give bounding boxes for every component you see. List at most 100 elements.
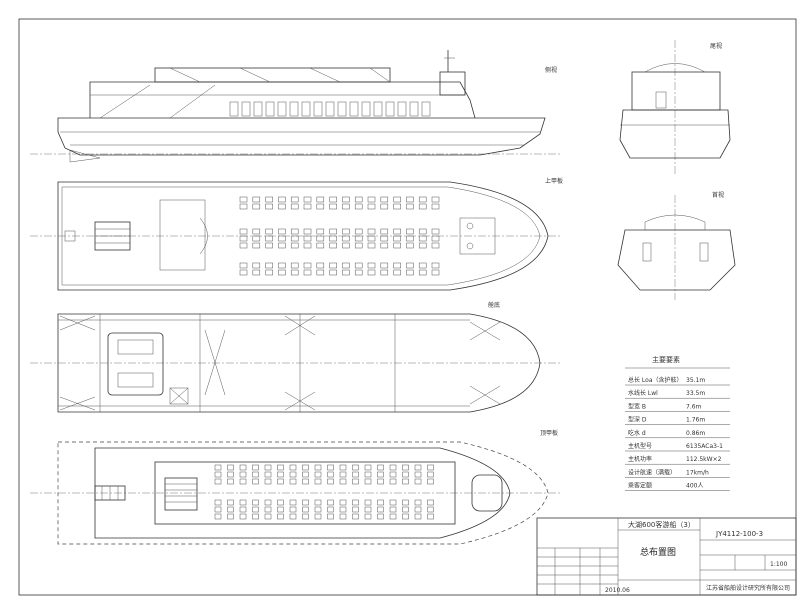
seat (342, 242, 350, 249)
spec-label: 乘客定额 (628, 482, 652, 490)
seat (214, 499, 222, 506)
seat (277, 513, 284, 520)
seat (252, 262, 261, 269)
drawing-scale: 1:100 (770, 561, 787, 568)
company-name: 江苏省船舶设计研究所有限公司 (706, 584, 790, 592)
seat (377, 478, 384, 485)
seat (227, 478, 234, 485)
seat (329, 228, 337, 235)
seat (393, 203, 401, 210)
seat (389, 471, 397, 478)
bow-view: 首视 (617, 191, 736, 300)
seat (342, 196, 350, 203)
seat (264, 513, 272, 520)
seat (393, 235, 401, 242)
seat (302, 513, 309, 520)
seat (377, 499, 384, 506)
seat (265, 235, 273, 242)
spec-label: 主机功率 (628, 455, 652, 463)
seat (239, 478, 247, 485)
seat (239, 228, 248, 235)
seat (406, 228, 414, 235)
spec-value: 1.76m (686, 417, 705, 424)
seat (289, 499, 297, 506)
seat (329, 269, 337, 276)
top-deck-plan: 顶甲板 (30, 429, 560, 545)
seat (329, 242, 337, 249)
seat (431, 262, 440, 269)
seat (252, 471, 259, 478)
seat (278, 242, 286, 249)
seat (303, 242, 312, 249)
seat (402, 478, 409, 485)
seat (290, 242, 299, 249)
seat (290, 196, 299, 203)
spec-label: 吃水 d (628, 429, 646, 437)
seat (265, 196, 273, 203)
seat (329, 203, 337, 210)
seat (327, 506, 334, 513)
seat (316, 262, 325, 269)
seat (289, 478, 297, 485)
seat (402, 471, 409, 478)
seat (431, 196, 440, 203)
seat (303, 228, 312, 235)
seat (367, 262, 376, 269)
seat (427, 506, 434, 513)
seat (352, 506, 359, 513)
seat (278, 235, 286, 242)
spec-label: 设计航速（满载） (628, 468, 676, 476)
seat (352, 513, 359, 520)
seat (302, 478, 309, 485)
seat (367, 203, 376, 210)
upper-deck-label: 上甲板 (545, 177, 563, 185)
seat (277, 506, 284, 513)
seat (302, 499, 309, 506)
seat (393, 262, 401, 269)
seat (265, 242, 273, 249)
seat (252, 478, 259, 485)
seat (406, 242, 414, 249)
spec-value: 0.86m (686, 430, 705, 437)
seat (252, 513, 259, 520)
seat (339, 499, 347, 506)
seat (252, 499, 259, 506)
side-windows (229, 101, 431, 117)
seat (289, 471, 297, 478)
seat (364, 513, 372, 520)
seat (427, 513, 434, 520)
seat (393, 269, 401, 276)
drawing-number: JY4112-100-3 (715, 530, 763, 538)
seat (316, 269, 325, 276)
seat (418, 228, 427, 235)
seat (380, 196, 389, 203)
seat (389, 506, 397, 513)
seat (427, 471, 434, 478)
seat (252, 464, 259, 471)
seat (329, 196, 337, 203)
seat (342, 262, 350, 269)
seat (265, 269, 273, 276)
top-deck-seat-rows (214, 464, 434, 520)
seat (389, 464, 397, 471)
seat (431, 269, 440, 276)
seat (367, 228, 376, 235)
seat (278, 196, 286, 203)
seat (290, 228, 299, 235)
seat (239, 471, 247, 478)
seat (406, 269, 414, 276)
seat (389, 478, 397, 485)
seat (354, 242, 363, 249)
seat (418, 203, 427, 210)
seat (314, 471, 322, 478)
seat (377, 513, 384, 520)
seat (289, 513, 297, 520)
seat (427, 464, 434, 471)
top-deck-label: 顶甲板 (540, 429, 558, 437)
seat (339, 464, 347, 471)
seat (418, 235, 427, 242)
upper-deck-plan: 上甲板 (30, 177, 563, 291)
seat (377, 464, 384, 471)
